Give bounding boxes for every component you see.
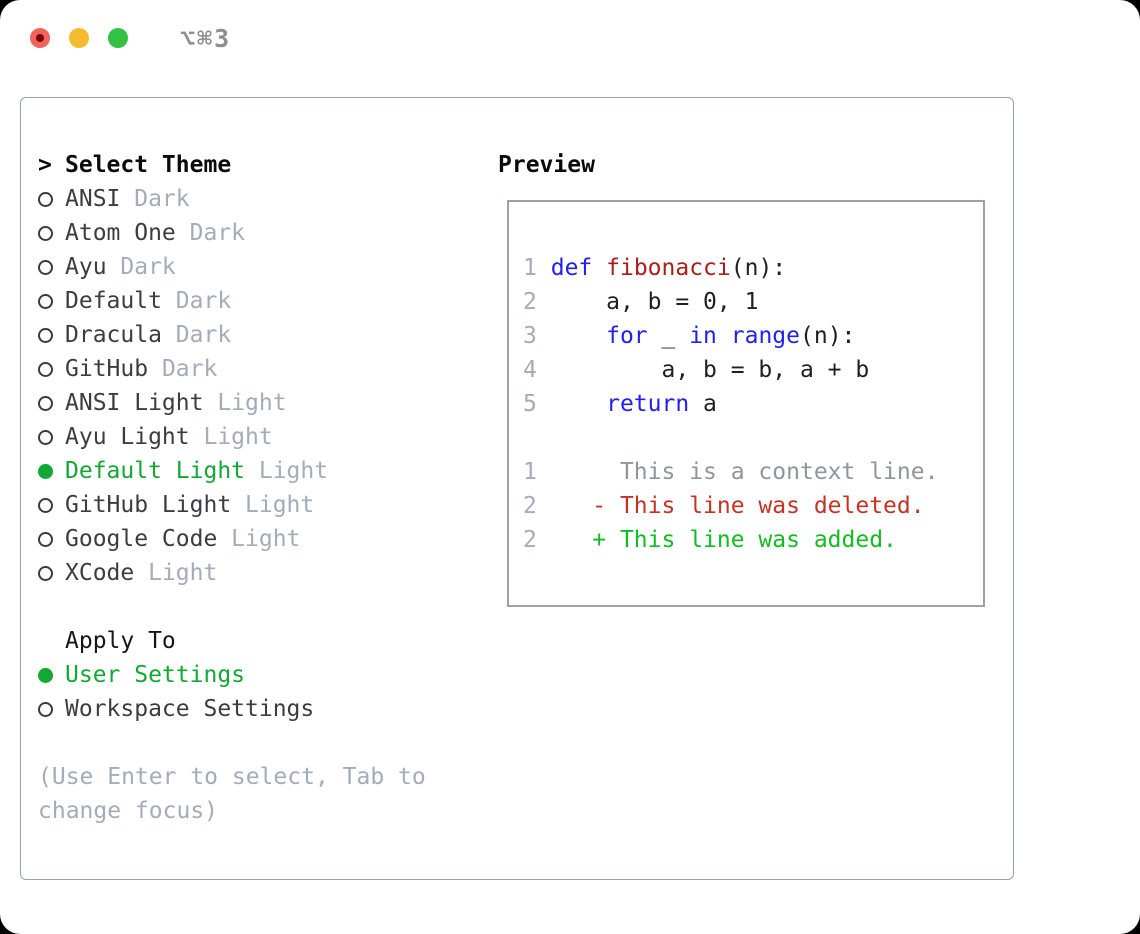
option-variant-label: Light xyxy=(231,492,315,518)
option-label: User Settings xyxy=(65,662,246,688)
theme-option-ayu[interactable]: Ayu Dark xyxy=(38,250,488,284)
radio-circle-icon xyxy=(38,497,65,513)
option-label: XCode xyxy=(65,560,135,586)
spacer xyxy=(38,726,488,760)
preview-heading: Preview xyxy=(498,152,595,178)
code-line: 2 - This line was deleted. xyxy=(523,493,925,519)
option-label: GitHub xyxy=(65,356,149,382)
code-line: 2 + This line was added. xyxy=(523,527,897,553)
theme-option-ansi-light[interactable]: ANSI Light Light xyxy=(38,386,488,420)
radio-circle-icon xyxy=(38,225,65,241)
close-button-icon[interactable] xyxy=(30,28,50,48)
code-blank-line xyxy=(523,421,983,455)
code-line: 1 This is a context line. xyxy=(523,459,939,485)
theme-option-github[interactable]: GitHub Dark xyxy=(38,352,488,386)
option-label: Google Code xyxy=(65,526,218,552)
option-label: ANSI xyxy=(65,186,121,212)
line-number: 1 xyxy=(523,255,537,281)
radio-circle-icon xyxy=(38,259,65,275)
code-line: 5 return a xyxy=(523,391,717,417)
option-label: Ayu xyxy=(65,254,107,280)
option-variant-label: Light xyxy=(245,458,329,484)
option-variant-label: Dark xyxy=(120,186,190,212)
theme-option-dracula[interactable]: Dracula Dark xyxy=(38,318,488,352)
theme-option-ansi[interactable]: ANSI Dark xyxy=(38,182,488,216)
radio-circle-icon xyxy=(38,191,65,207)
option-variant-label: Dark xyxy=(106,254,176,280)
option-label: GitHub Light xyxy=(65,492,232,518)
theme-option-google-code[interactable]: Google Code Light xyxy=(38,522,488,556)
minimize-button-icon[interactable] xyxy=(69,28,89,48)
select-theme-heading-label: Select Theme xyxy=(65,152,232,178)
spacer xyxy=(38,590,488,624)
hint-line: change focus) xyxy=(38,798,219,824)
apply-to-heading: Apply To xyxy=(38,624,488,658)
zoom-button-icon[interactable] xyxy=(108,28,128,48)
line-number: 5 xyxy=(523,391,537,417)
line-number: 4 xyxy=(523,357,537,383)
code-line: 3 for _ in range(n): xyxy=(523,323,856,349)
option-variant-label: Light xyxy=(134,560,218,586)
theme-option-default[interactable]: Default Dark xyxy=(38,284,488,318)
option-label: ANSI Light xyxy=(65,390,204,416)
radio-circle-icon xyxy=(38,667,65,683)
window-hotkey-label: ⌥⌘3 xyxy=(180,23,232,53)
code-line: 2 a, b = 0, 1 xyxy=(523,289,759,315)
theme-option-github-light[interactable]: GitHub Light Light xyxy=(38,488,488,522)
hint-line: (Use Enter to select, Tab to xyxy=(38,764,426,790)
option-variant-label: Dark xyxy=(161,288,232,314)
theme-option-default-light[interactable]: Default Light Light xyxy=(38,454,488,488)
option-label: Ayu Light xyxy=(65,424,190,450)
apply-option-workspace-settings[interactable]: Workspace Settings xyxy=(38,692,488,726)
radio-circle-icon xyxy=(38,361,65,377)
keyboard-hint: (Use Enter to select, Tab to change focus… xyxy=(38,760,488,828)
option-variant-label: Light xyxy=(189,424,273,450)
option-label: Default xyxy=(65,288,162,314)
radio-circle-icon xyxy=(38,463,65,479)
line-number: 2 xyxy=(523,527,537,553)
apply-to-heading-label: Apply To xyxy=(65,628,176,654)
titlebar: ⌥⌘3 xyxy=(30,23,232,53)
theme-option-atom-one[interactable]: Atom One Dark xyxy=(38,216,488,250)
option-label: Default Light xyxy=(65,458,246,484)
radio-circle-icon xyxy=(38,395,65,411)
cursor-chevron-icon: > xyxy=(38,152,52,178)
preview-box: 1 def fibonacci(n): 2 a, b = 0, 1 3 for _ … xyxy=(507,200,985,607)
line-number: 2 xyxy=(523,289,537,315)
radio-circle-icon xyxy=(38,293,65,309)
option-variant-label: Dark xyxy=(148,356,218,382)
code-line: 4 a, b = b, a + b xyxy=(523,357,870,383)
radio-circle-icon xyxy=(38,327,65,343)
theme-option-ayu-light[interactable]: Ayu Light Light xyxy=(38,420,488,454)
radio-circle-icon xyxy=(38,701,65,717)
code-preview: 1 def fibonacci(n): 2 a, b = 0, 1 3 for _ … xyxy=(509,202,983,557)
line-number: 3 xyxy=(523,323,537,349)
radio-circle-icon xyxy=(38,531,65,547)
option-variant-label: Light xyxy=(217,526,301,552)
option-variant-label: Dark xyxy=(161,322,232,348)
option-label: Workspace Settings xyxy=(65,696,315,722)
select-theme-heading: > Select Theme xyxy=(38,148,488,182)
radio-circle-icon xyxy=(38,565,65,581)
radio-circle-icon xyxy=(38,429,65,445)
option-label: Atom One xyxy=(65,220,176,246)
theme-option-xcode[interactable]: XCode Light xyxy=(38,556,488,590)
code-line: 1 def fibonacci(n): xyxy=(523,255,787,281)
apply-option-user-settings[interactable]: User Settings xyxy=(38,658,488,692)
line-number: 2 xyxy=(523,493,537,519)
option-variant-label: Dark xyxy=(175,220,246,246)
line-number: 1 xyxy=(523,459,537,485)
option-variant-label: Light xyxy=(203,390,287,416)
option-label: Dracula xyxy=(65,322,162,348)
